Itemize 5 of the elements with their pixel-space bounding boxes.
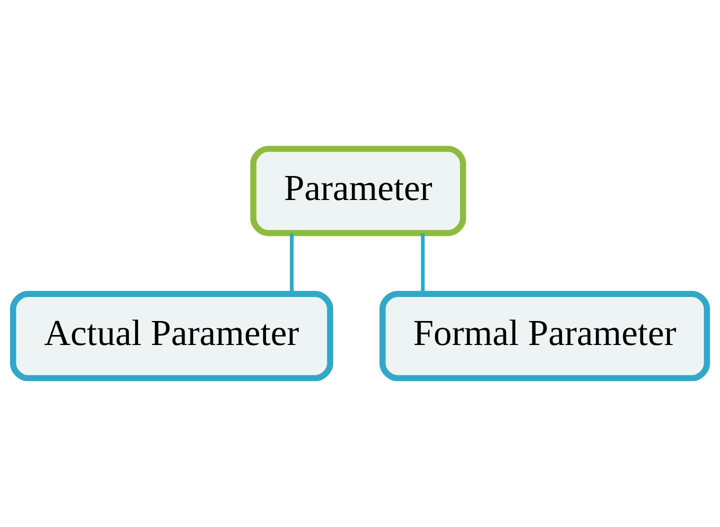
node-box: Parameter xyxy=(250,146,466,236)
node-box: Formal Parameter xyxy=(380,290,710,382)
connector xyxy=(420,233,425,294)
node-box: Actual Parameter xyxy=(10,290,334,382)
connector xyxy=(290,233,294,294)
